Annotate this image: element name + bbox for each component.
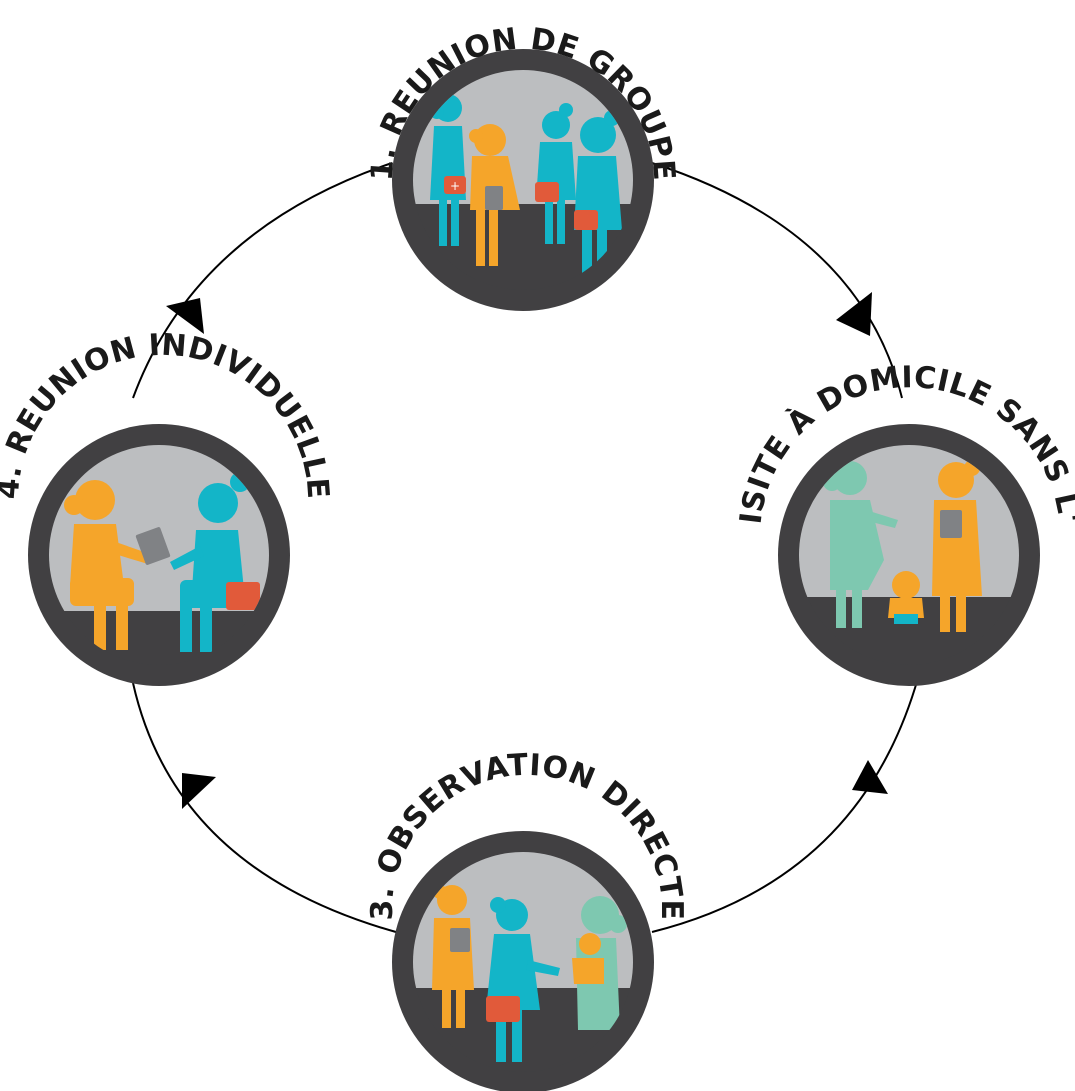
group-meeting-icon: + <box>413 70 633 290</box>
connector-1-to-2 <box>651 162 903 399</box>
stage-1-node: + 1. REUNION DE GROUPE <box>365 22 681 311</box>
arrowhead-2 <box>852 760 888 794</box>
connector-2-to-3 <box>651 677 919 933</box>
arrowhead-3 <box>182 773 216 809</box>
direct-observation-icon <box>413 852 633 1072</box>
connector-3-to-4 <box>132 682 397 933</box>
cycle-connectors <box>132 162 919 933</box>
arrowhead-1 <box>836 292 872 336</box>
home-visit-icon <box>799 445 1019 665</box>
stage-3-node: 3. OBSERVATION DIRECTE <box>365 748 689 1091</box>
connector-4-to-1 <box>132 162 393 399</box>
cycle-arrowhead-icon <box>166 292 888 809</box>
stage-4-node: 4. REUNION INDIVIDUELLE <box>0 328 335 686</box>
arrowhead-4 <box>166 298 204 334</box>
svg-text:+: + <box>450 179 460 193</box>
individual-meeting-icon <box>49 445 269 665</box>
